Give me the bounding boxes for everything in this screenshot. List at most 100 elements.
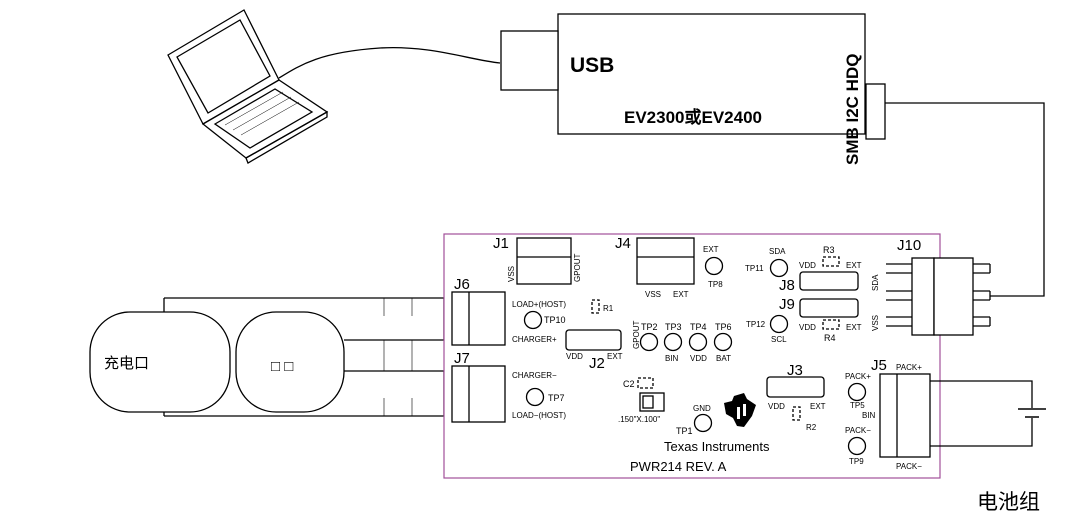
- pack-plus-tp-label: PACK+: [845, 372, 871, 381]
- gnd-pin-label: GND: [693, 404, 711, 413]
- pack-minus-label: PACK−: [896, 462, 922, 471]
- tp4-label: TP4: [690, 322, 707, 332]
- tp1-label: TP1: [676, 426, 693, 436]
- r3-label: R3: [823, 245, 835, 255]
- tp11-point: [769, 258, 789, 278]
- tp12-label: TP12: [746, 320, 766, 329]
- charger-plus-label: CHARGER+: [512, 335, 557, 344]
- load-minus-label: LOAD−(HOST): [512, 411, 566, 420]
- charger-minus-label: CHARGER−: [512, 371, 557, 380]
- j10-label: J10: [897, 237, 921, 254]
- adapter-model-label: EV2300或EV2400: [624, 107, 762, 127]
- tp8-point: [704, 256, 724, 276]
- revision-label: PWR214 REV. A: [630, 459, 727, 474]
- smb-cable: [885, 102, 1045, 297]
- j9-ext-pin: EXT: [846, 323, 862, 332]
- r4-footprint: [822, 319, 840, 330]
- pack-plus-label: PACK+: [896, 363, 922, 372]
- tp10-point: [523, 310, 543, 330]
- charger-port: [89, 311, 231, 413]
- charger-label: 充电口: [104, 355, 149, 372]
- j4-label: J4: [615, 235, 631, 252]
- tp6-point: [713, 332, 733, 352]
- c2-label: C2: [623, 379, 635, 389]
- usb-plug: [500, 30, 559, 91]
- tp11-label: TP11: [745, 264, 764, 273]
- j4-vss-pin: VSS: [645, 290, 661, 299]
- tp6-label: TP6: [715, 322, 732, 332]
- j2-vdd-pin: VDD: [566, 352, 583, 361]
- j8-connector: [799, 271, 859, 291]
- load-plus-label: LOAD+(HOST): [512, 300, 566, 309]
- j4-connector: [636, 237, 695, 285]
- j9-connector: [799, 298, 859, 318]
- j10-connector: [886, 257, 991, 336]
- tp7-label: TP7: [548, 393, 565, 403]
- j4-ext-pin: EXT: [673, 290, 689, 299]
- tp3-label: TP3: [665, 322, 682, 332]
- j3-label: J3: [787, 362, 803, 379]
- j8-label: J8: [779, 277, 795, 294]
- tp5-point: [847, 382, 867, 402]
- j5-bin-pin: BIN: [862, 411, 876, 420]
- usb-cable: [278, 46, 501, 79]
- j10-vss-pin: VSS: [871, 315, 880, 331]
- j1-label: J1: [493, 235, 509, 252]
- j7-label: J7: [454, 350, 470, 367]
- battery-symbol-icon: [1018, 408, 1046, 418]
- j2-label: J2: [589, 355, 605, 372]
- j9-vdd-pin: VDD: [799, 323, 816, 332]
- adapter-port-label: SMB I2C HDQ: [843, 54, 862, 165]
- tp2-label: TP2: [641, 322, 658, 332]
- tp12-point: [769, 314, 789, 334]
- tp8-label: TP8: [708, 280, 723, 289]
- j1-vss-pin: VSS: [507, 266, 516, 282]
- package-size-label: .150"X.100": [618, 415, 660, 424]
- vdd-pin-label: VDD: [690, 354, 707, 363]
- tp1-point: [693, 413, 713, 433]
- j6-label: J6: [454, 276, 470, 293]
- j9-label: J9: [779, 296, 795, 313]
- j2-connector: [565, 329, 622, 351]
- j1-connector: [516, 237, 572, 285]
- r3-footprint: [822, 256, 840, 267]
- j3-ext-pin: EXT: [810, 402, 826, 411]
- scl-pin-label: SCL: [771, 335, 787, 344]
- smb-port: [865, 83, 886, 140]
- load-label: □ □: [271, 358, 293, 375]
- c2-package: [639, 392, 665, 412]
- j2-ext-pin: EXT: [607, 352, 623, 361]
- sda-pin-label: SDA: [769, 247, 786, 256]
- ti-logo-icon: [724, 393, 756, 427]
- tp7-point: [525, 387, 545, 407]
- tp2-point: [639, 332, 659, 352]
- r2-label: R2: [806, 423, 817, 432]
- gpout-pin-label: GPOUT: [632, 320, 641, 349]
- tp4-point: [688, 332, 708, 352]
- laptop-icon: [167, 9, 329, 164]
- r4-label: R4: [824, 333, 836, 343]
- tp5-label: TP5: [850, 401, 865, 410]
- j5-label: J5: [871, 357, 887, 374]
- usb-label: USB: [570, 54, 614, 77]
- brand-label: Texas Instruments: [664, 439, 770, 454]
- j10-sda-pin: SDA: [871, 274, 880, 291]
- j5-connector: [879, 373, 931, 458]
- adapter-box: [557, 13, 866, 135]
- battery-wiring: [930, 380, 1033, 447]
- tp8-ext-label: EXT: [703, 245, 719, 254]
- tp9-label: TP9: [849, 457, 864, 466]
- tp3-point: [663, 332, 683, 352]
- battery-label: 电池组: [977, 491, 1040, 514]
- bin-pin-label: BIN: [665, 354, 679, 363]
- j7-connector: [451, 365, 506, 423]
- bat-pin-label: BAT: [716, 354, 731, 363]
- j8-ext-pin: EXT: [846, 261, 862, 270]
- load-port: [235, 311, 345, 413]
- pack-minus-tp-label: PACK−: [845, 426, 871, 435]
- j3-vdd-pin: VDD: [768, 402, 785, 411]
- j6-connector: [451, 291, 506, 346]
- c2-footprint: [637, 377, 654, 389]
- tp9-point: [847, 436, 867, 456]
